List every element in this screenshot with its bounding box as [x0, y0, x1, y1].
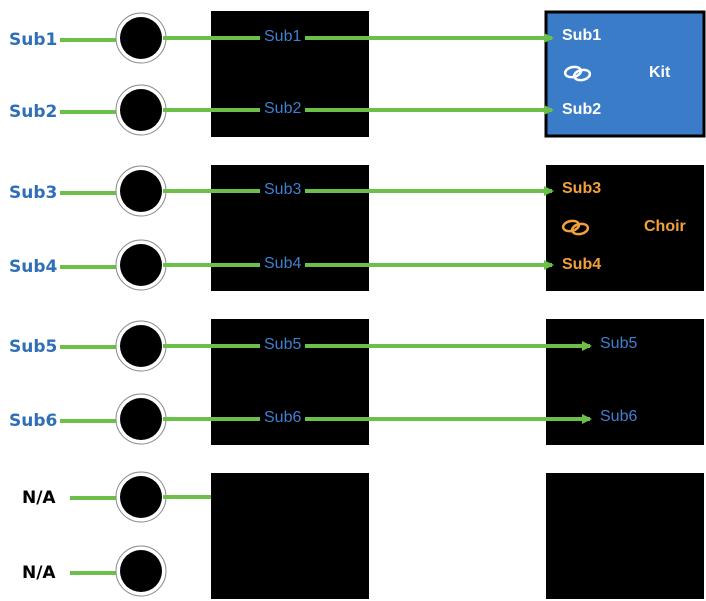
- choir-name-label: Choir: [644, 218, 686, 235]
- input-label: Sub1: [9, 30, 58, 50]
- knob-5: [115, 320, 167, 372]
- link-icon: [563, 65, 592, 82]
- middle-label: Sub3: [260, 181, 306, 199]
- middle-label: Sub2: [260, 100, 306, 118]
- middle-label: Sub1: [260, 28, 306, 46]
- input-label: Sub3: [9, 183, 58, 203]
- kit-bottom-label: Sub2: [562, 101, 602, 118]
- unlinked-bottom-label: Sub6: [600, 408, 638, 425]
- routing-lines: [163, 33, 592, 499]
- knob-6: [115, 393, 167, 445]
- input-label: Sub2: [9, 102, 58, 122]
- middle-label: Sub4: [260, 255, 306, 273]
- choir-bottom-label: Sub4: [562, 256, 602, 273]
- unlinked-top-label: Sub5: [600, 335, 638, 352]
- input-label: N/A: [22, 488, 56, 508]
- link-icon: [561, 219, 590, 236]
- right-boxes: [544, 10, 706, 599]
- middle-label: Sub5: [260, 336, 306, 354]
- knob-2: [115, 84, 167, 136]
- kit-name-label: Kit: [649, 64, 671, 81]
- middle-label: Sub6: [260, 409, 306, 427]
- middle-box-4: [211, 473, 369, 599]
- knob-7: [115, 471, 167, 523]
- input-label: Sub5: [9, 337, 58, 357]
- choir-top-label: Sub3: [562, 180, 602, 197]
- knobs: [115, 12, 167, 597]
- knob-8: [115, 545, 167, 597]
- input-label: Sub6: [9, 411, 58, 431]
- input-stubs: [60, 38, 118, 575]
- input-label: N/A: [22, 563, 56, 583]
- empty-box: [546, 473, 704, 599]
- knob-1: [115, 12, 167, 64]
- input-label: Sub4: [9, 257, 58, 277]
- kit-top-label: Sub1: [562, 27, 602, 44]
- unlinked-box: [546, 319, 704, 445]
- knob-4: [115, 239, 167, 291]
- knob-3: [115, 165, 167, 217]
- kit-box: [544, 10, 706, 138]
